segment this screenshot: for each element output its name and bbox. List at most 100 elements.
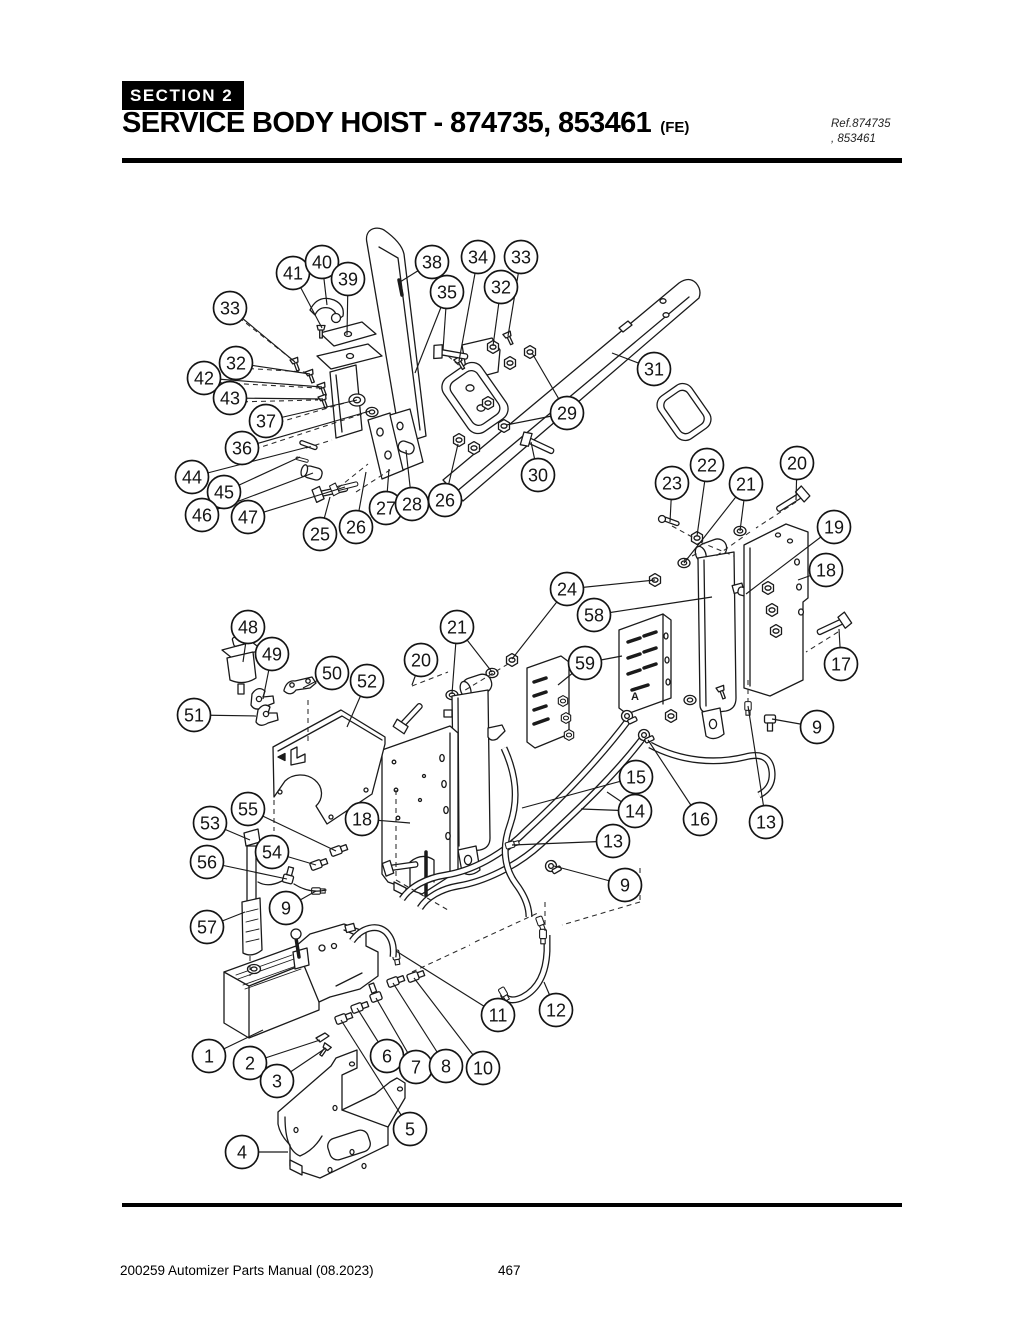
svg-text:54: 54 bbox=[262, 843, 282, 863]
callout-balloon-13: 13 bbox=[595, 823, 631, 859]
svg-text:50: 50 bbox=[322, 664, 342, 684]
svg-text:33: 33 bbox=[511, 248, 531, 268]
callout-balloon-27: 27 bbox=[368, 490, 404, 526]
page-title: SERVICE BODY HOIST - 874735, 853461 (FE) bbox=[122, 107, 689, 140]
svg-text:32: 32 bbox=[226, 354, 246, 374]
svg-text:56: 56 bbox=[197, 853, 217, 873]
callout-balloon-4: 4 bbox=[224, 1134, 260, 1170]
callout-balloon-10: 10 bbox=[465, 1050, 501, 1086]
callout-balloon-33: 33 bbox=[212, 290, 248, 326]
callout-balloon-47: 47 bbox=[230, 499, 266, 535]
callout-balloon-3: 3 bbox=[259, 1063, 295, 1099]
svg-text:8: 8 bbox=[441, 1057, 451, 1077]
page-title-suffix: (FE) bbox=[660, 119, 690, 136]
callout-balloon-11: 11 bbox=[480, 997, 516, 1033]
callout-balloon-9: 9 bbox=[268, 890, 304, 926]
svg-text:17: 17 bbox=[831, 655, 851, 675]
callout-balloon-36: 36 bbox=[224, 430, 260, 466]
callout-balloon-5: 5 bbox=[392, 1111, 428, 1147]
callout-balloon-44: 44 bbox=[174, 459, 210, 495]
callout-balloon-46: 46 bbox=[184, 497, 220, 533]
callout-balloon-51: 51 bbox=[176, 697, 212, 733]
svg-text:28: 28 bbox=[402, 495, 422, 515]
svg-text:12: 12 bbox=[546, 1001, 566, 1021]
callout-balloon-37: 37 bbox=[248, 403, 284, 439]
svg-text:52: 52 bbox=[357, 672, 377, 692]
svg-text:18: 18 bbox=[816, 561, 836, 581]
svg-text:14: 14 bbox=[625, 802, 645, 822]
callout-balloon-54: 54 bbox=[254, 834, 290, 870]
svg-text:34: 34 bbox=[468, 248, 488, 268]
callout-balloon-19: 19 bbox=[816, 509, 852, 545]
assembly-centerlines bbox=[207, 311, 839, 976]
callout-balloon-14: 14 bbox=[617, 793, 653, 829]
svg-text:49: 49 bbox=[262, 645, 282, 665]
svg-text:22: 22 bbox=[697, 456, 717, 476]
svg-text:18: 18 bbox=[352, 810, 372, 830]
svg-text:27: 27 bbox=[376, 499, 396, 519]
svg-text:4: 4 bbox=[237, 1143, 247, 1163]
svg-text:10: 10 bbox=[473, 1059, 493, 1079]
svg-text:2: 2 bbox=[245, 1054, 255, 1074]
svg-text:30: 30 bbox=[528, 466, 548, 486]
svg-text:20: 20 bbox=[411, 651, 431, 671]
svg-text:3: 3 bbox=[272, 1072, 282, 1092]
footer-manual-info: 200259 Automizer Parts Manual (08.2023) bbox=[120, 1263, 374, 1278]
callout-balloon-20: 20 bbox=[403, 642, 439, 678]
callout-balloon-39: 39 bbox=[330, 261, 366, 297]
footer-page-number: 467 bbox=[498, 1263, 521, 1278]
svg-text:9: 9 bbox=[812, 718, 822, 738]
header-rule bbox=[122, 158, 902, 163]
svg-text:36: 36 bbox=[232, 439, 252, 459]
svg-text:53: 53 bbox=[200, 814, 220, 834]
callout-balloon-32: 32 bbox=[218, 345, 254, 381]
callout-balloon-8: 8 bbox=[428, 1048, 464, 1084]
svg-text:41: 41 bbox=[283, 264, 303, 284]
callout-balloon-43: 43 bbox=[212, 380, 248, 416]
footer-rule bbox=[122, 1203, 902, 1207]
svg-text:26: 26 bbox=[435, 491, 455, 511]
svg-text:55: 55 bbox=[238, 800, 258, 820]
callout-balloon-9: 9 bbox=[607, 867, 643, 903]
svg-text:23: 23 bbox=[662, 474, 682, 494]
svg-text:11: 11 bbox=[489, 1006, 508, 1026]
callout-balloon-28: 28 bbox=[394, 486, 430, 522]
svg-text:31: 31 bbox=[644, 360, 664, 380]
svg-text:16: 16 bbox=[690, 810, 710, 830]
callout-balloon-9: 9 bbox=[799, 709, 835, 745]
callout-balloon-15: 15 bbox=[618, 759, 654, 795]
callout-balloon-26: 26 bbox=[338, 509, 374, 545]
page-title-text: SERVICE BODY HOIST - 874735, 853461 bbox=[122, 107, 652, 139]
callout-balloon-20: 20 bbox=[779, 445, 815, 481]
callout-balloon-45: 45 bbox=[206, 474, 242, 510]
svg-text:38: 38 bbox=[422, 253, 442, 273]
callout-balloon-41: 41 bbox=[275, 255, 311, 291]
callout-balloon-17: 17 bbox=[823, 646, 859, 682]
callout-balloon-33: 33 bbox=[503, 239, 539, 275]
callout-balloon-35: 35 bbox=[429, 274, 465, 310]
svg-text:47: 47 bbox=[238, 508, 258, 528]
svg-text:37: 37 bbox=[256, 412, 276, 432]
callout-balloon-42: 42 bbox=[186, 360, 222, 396]
callout-balloon-23: 23 bbox=[654, 465, 690, 501]
callout-balloon-30: 30 bbox=[520, 457, 556, 493]
callout-balloon-49: 49 bbox=[254, 636, 290, 672]
svg-text:24: 24 bbox=[557, 580, 577, 600]
svg-text:1: 1 bbox=[204, 1047, 214, 1067]
svg-text:48: 48 bbox=[238, 618, 258, 638]
section-badge: SECTION 2 bbox=[122, 81, 245, 110]
callout-balloon-53: 53 bbox=[192, 805, 228, 841]
svg-text:9: 9 bbox=[620, 876, 630, 896]
svg-text:40: 40 bbox=[312, 253, 332, 273]
callout-balloon-6: 6 bbox=[369, 1038, 405, 1074]
callout-balloon-13: 13 bbox=[748, 804, 784, 840]
callout-balloon-25: 25 bbox=[302, 516, 338, 552]
svg-text:7: 7 bbox=[411, 1058, 421, 1078]
svg-text:42: 42 bbox=[194, 369, 214, 389]
svg-text:13: 13 bbox=[756, 813, 776, 833]
svg-text:21: 21 bbox=[447, 618, 467, 638]
callout-balloon-52: 52 bbox=[349, 663, 385, 699]
svg-text:25: 25 bbox=[310, 525, 330, 545]
